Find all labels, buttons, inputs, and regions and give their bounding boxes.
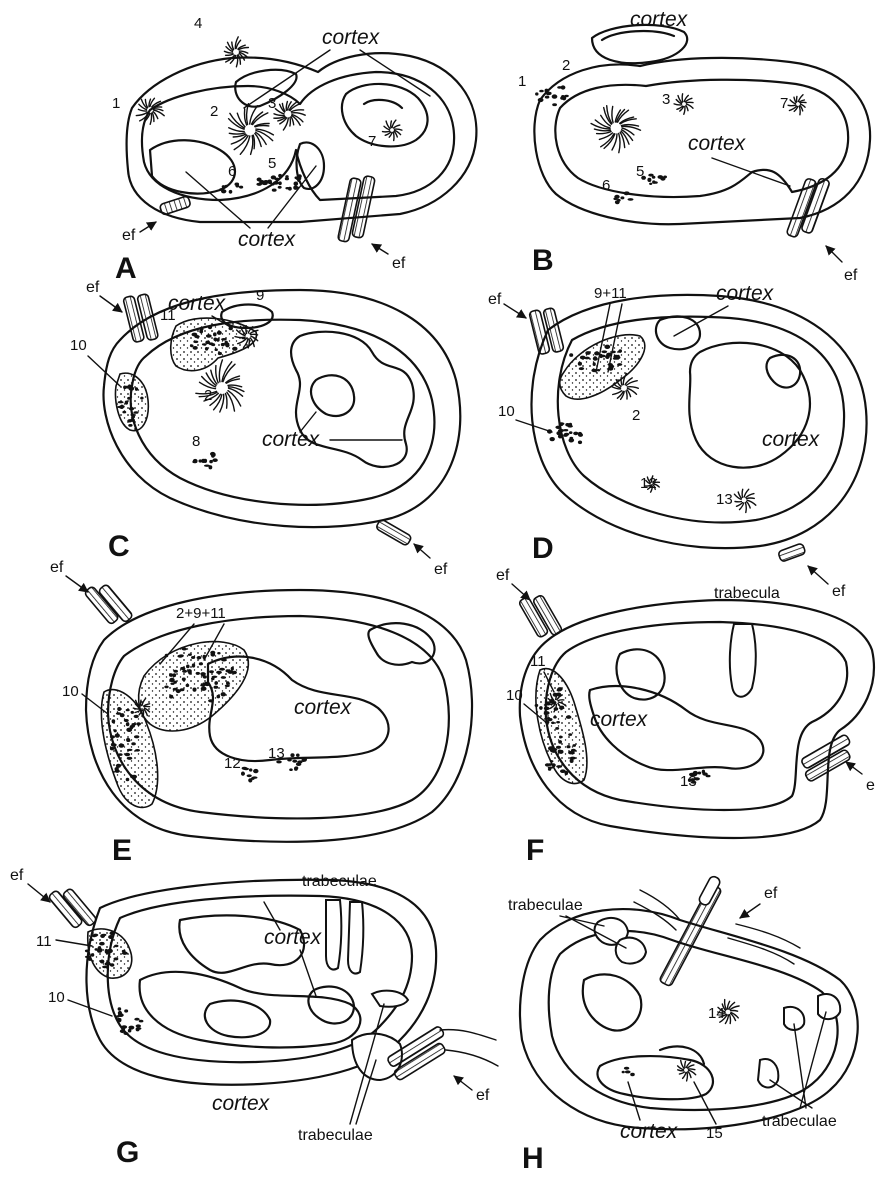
ef-vessel [659,875,722,987]
label-ef: ef [50,559,64,576]
panel-letter-e: E [112,834,132,867]
label-1: 1 [518,73,526,90]
label-9: 9 [256,287,264,304]
label-10: 10 [62,683,79,700]
label-ef-partial: e [866,777,875,794]
label-2: 2 [632,407,640,424]
panel-b: cortex cortex 2 1 3 7 5 6 ef B [518,8,870,284]
panel-h: cortex trabeculae trabeculae 14 15 ef H [508,875,858,1175]
label-11: 11 [530,653,546,670]
label-3: 3 [268,95,276,112]
ef-vessel [123,293,412,546]
label-cortex: cortex [264,926,323,949]
label-10: 10 [70,337,87,354]
panel-c: cortex cortex 9 11 10 2 8 ef ef C [70,279,460,578]
label-9-11: 9+11 [594,285,627,302]
label-trabeculae: trabeculae [508,897,583,914]
label-cortex: cortex [688,132,747,155]
label-8: 8 [192,433,200,450]
cluster-5 [641,174,667,185]
label-4: 4 [194,15,202,32]
label-10: 10 [506,687,523,704]
label-1: 1 [112,95,120,112]
label-cortex: cortex [322,26,381,49]
label-10: 10 [498,403,515,420]
panel-f: cortex trabecula 11 10 13 ef e F [496,567,875,867]
label-trabeculae: trabeculae [302,873,377,890]
rosette-7 [383,120,402,140]
panel-letter-a: A [115,252,137,285]
label-cortex: cortex [294,696,353,719]
cluster-10 [547,422,583,444]
cluster-H [622,1067,635,1077]
label-2-9-11: 2+9+11 [176,605,226,622]
rosette-3 [674,94,693,115]
panel-e: cortex 2+9+11 10 12 13 ef E [50,559,472,867]
label-5: 5 [268,155,276,172]
label-11: 11 [36,933,52,950]
label-ef: ef [764,885,778,902]
label-2: 2 [562,57,570,74]
label-13: 13 [716,491,733,508]
label-ef: ef [832,583,846,600]
label-10: 10 [48,989,65,1006]
label-trabeculae: trabeculae [762,1113,837,1130]
label-7: 7 [780,95,788,112]
label-3: 3 [662,91,670,108]
panel-g: cortex cortex trabeculae trabeculae 11 1… [10,867,498,1169]
panel-a: cortex cortex 4 1 2 3 6 5 7 ef ef A [112,15,476,285]
panel-letter-b: B [532,244,554,277]
label-cortex: cortex [630,8,689,31]
label-ef: ef [844,267,858,284]
label-cortex: cortex [590,708,649,731]
panel-letter-c: C [108,530,130,563]
ef-vessel [84,584,133,625]
label-cortex: cortex [262,428,321,451]
label-cortex: cortex [212,1092,271,1115]
label-ef: ef [434,561,448,578]
label-6: 6 [228,163,236,180]
label-12: 12 [224,755,241,772]
cluster-8 [192,452,218,470]
rosette-4 [224,37,248,67]
panel-letter-h: H [522,1142,544,1175]
label-trabeculae: trabeculae [298,1127,373,1144]
label-ef: ef [476,1087,490,1104]
cluster-6 [219,183,243,194]
label-cortex: cortex [168,292,227,315]
label-cortex: cortex [762,428,821,451]
label-trabecula: trabecula [714,585,780,602]
rosette-15 [678,1061,696,1081]
label-15: 15 [706,1125,723,1142]
rosette-7 [788,95,806,115]
panel-letter-d: D [532,532,554,565]
label-ef: ef [496,567,510,584]
cluster-10 [116,1007,144,1035]
label-13: 13 [268,745,285,762]
rosette-13 [734,489,755,512]
label-7: 7 [368,133,376,150]
label-ef: ef [86,279,100,296]
label-cortex: cortex [716,282,775,305]
ef-vessel [786,178,830,238]
label-ef: ef [122,227,136,244]
label-ef: ef [392,255,406,272]
cluster-12 [241,767,259,783]
label-cortex: cortex [238,228,297,251]
rosette-2 [591,106,640,153]
label-6: 6 [602,177,610,194]
panel-letter-g: G [116,1136,139,1169]
panel-letter-f: F [526,834,544,867]
rosette-2 [229,104,274,155]
label-11: 11 [160,307,176,324]
panel-d: cortex cortex 9+11 2 10 12 13 ef ef D [488,282,867,600]
label-ef: ef [10,867,24,884]
rosette-3 [274,102,305,131]
label-cortex: cortex [620,1120,679,1143]
label-ef: ef [488,291,502,308]
label-2: 2 [210,103,218,120]
